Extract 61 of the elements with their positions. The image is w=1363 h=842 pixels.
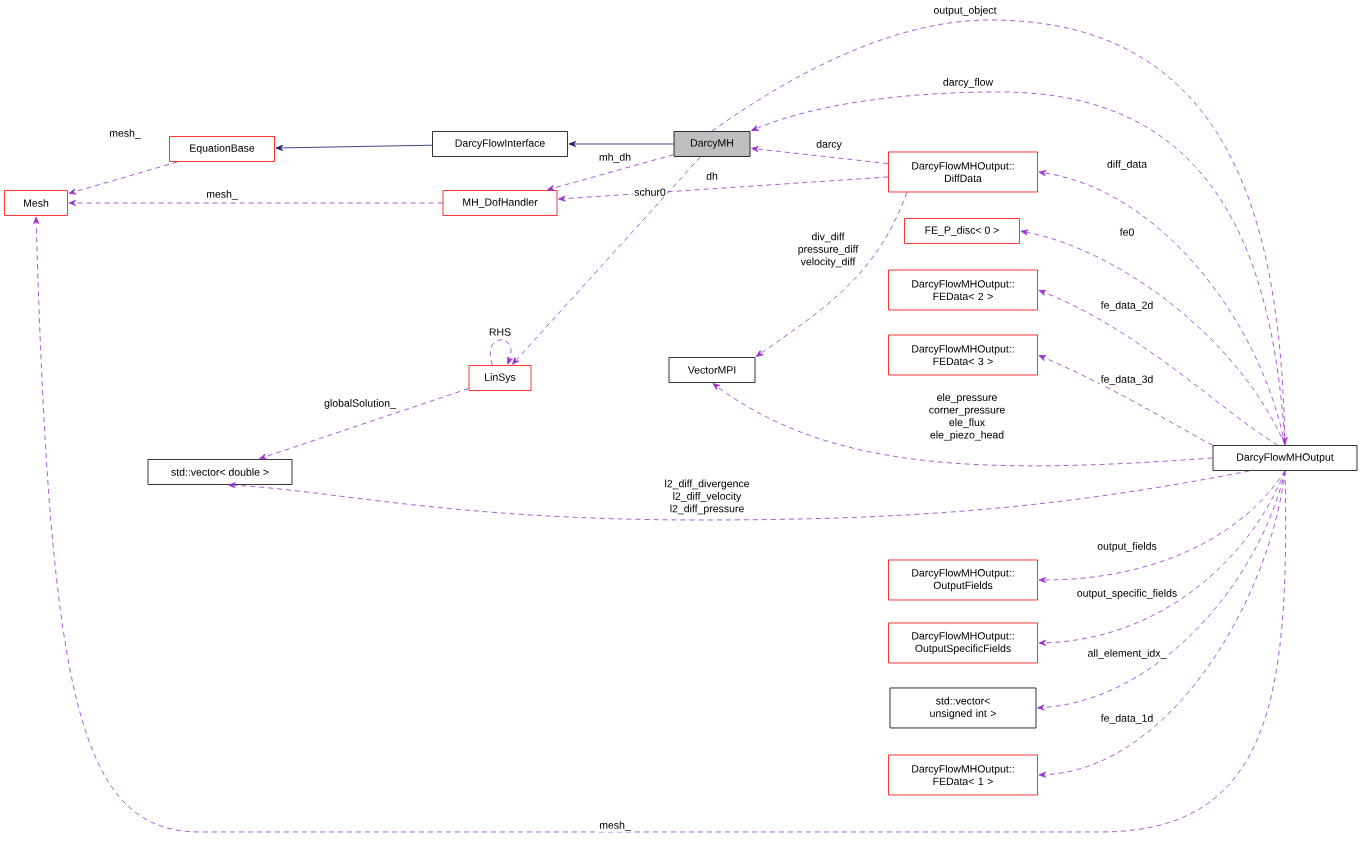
arrow [489, 339, 513, 366]
arrow [547, 154, 674, 191]
edge-label: schur0 [633, 187, 667, 197]
class-box: VectorMPI [668, 357, 756, 383]
arrow [228, 470, 1250, 521]
arrow [1038, 290, 1278, 446]
edge-label: dh [705, 171, 719, 181]
arrow [751, 91, 1286, 446]
class-box: LinSys [468, 365, 532, 391]
class-box: DarcyFlowMHOutput:: DiffData [888, 151, 1038, 193]
edge-label: l2_diff_divergence l2_diff_velocity l2_diff_pressure [660, 478, 754, 516]
edge-label: globalSolution_ [323, 398, 397, 410]
arrow [275, 144, 433, 151]
edge-label: mesh_ [598, 820, 632, 832]
edge-label: fe_data_2d [1099, 300, 1155, 312]
arrow [568, 141, 674, 147]
arrow [259, 388, 469, 460]
class-box: DarcyFlowMHOutput:: FEData< 3 > [888, 334, 1038, 376]
arrow [1038, 470, 1286, 583]
edge-label: output_object [932, 5, 998, 17]
arrow [711, 19, 1288, 445]
edge-label: mesh_ [108, 128, 142, 140]
class-box: DarcyFlowMHOutput:: FEData< 2 > [888, 269, 1038, 311]
class-box: DarcyFlowMHOutput:: FEData< 1 > [888, 754, 1038, 796]
edge-label: darcy [815, 139, 843, 151]
edge-label: output_fields [1096, 541, 1158, 553]
class-box: DarcyFlowMHOutput:: OutputSpecificFields [888, 622, 1038, 664]
edge-label: RHS [487, 327, 513, 337]
edge-label: diff_data [1105, 159, 1149, 171]
class-box: DarcyFlowInterface [432, 131, 568, 157]
class-box: DarcyMH [673, 131, 751, 157]
edge-label: fe_data_1d [1099, 713, 1155, 725]
arrow [558, 176, 889, 202]
class-box: Mesh [4, 190, 68, 216]
edge-label: all_element_idx_ [1086, 648, 1168, 660]
arrow [1020, 229, 1286, 446]
arrow [68, 161, 178, 195]
edge-label: output_specific_fields [1075, 588, 1179, 600]
class-box: DarcyFlowMHOutput [1212, 445, 1358, 471]
arrow [512, 156, 701, 365]
edge-label: fe_data_3d [1099, 374, 1155, 386]
edge-label: fe0 [1118, 227, 1136, 237]
edge-label: div_diff pressure_diff velocity_diff [796, 231, 860, 269]
edge-label: darcy_flow [941, 77, 995, 89]
class-box: EquationBase [169, 136, 275, 162]
class-box: std::vector< unsigned int > [889, 687, 1037, 729]
arrow [712, 383, 1213, 467]
arrow [68, 200, 443, 206]
class-box: FE_P_disc< 0 > [904, 218, 1020, 244]
class-box: MH_DofHandler [442, 190, 558, 216]
class-box: DarcyFlowMHOutput:: OutputFields [888, 559, 1038, 601]
arrow [751, 146, 889, 165]
arrow [33, 216, 1287, 833]
edge-label: mh_dh [597, 152, 633, 164]
class-box: std::vector< double > [147, 459, 293, 485]
arrow [1038, 355, 1213, 446]
arrow [1038, 470, 1286, 646]
arrow [755, 192, 908, 357]
edge-label: mesh_ [205, 189, 239, 201]
arrow [1038, 170, 1286, 446]
edge-label: ele_pressure corner_pressure ele_flux ele_piezo_head [926, 392, 1008, 442]
